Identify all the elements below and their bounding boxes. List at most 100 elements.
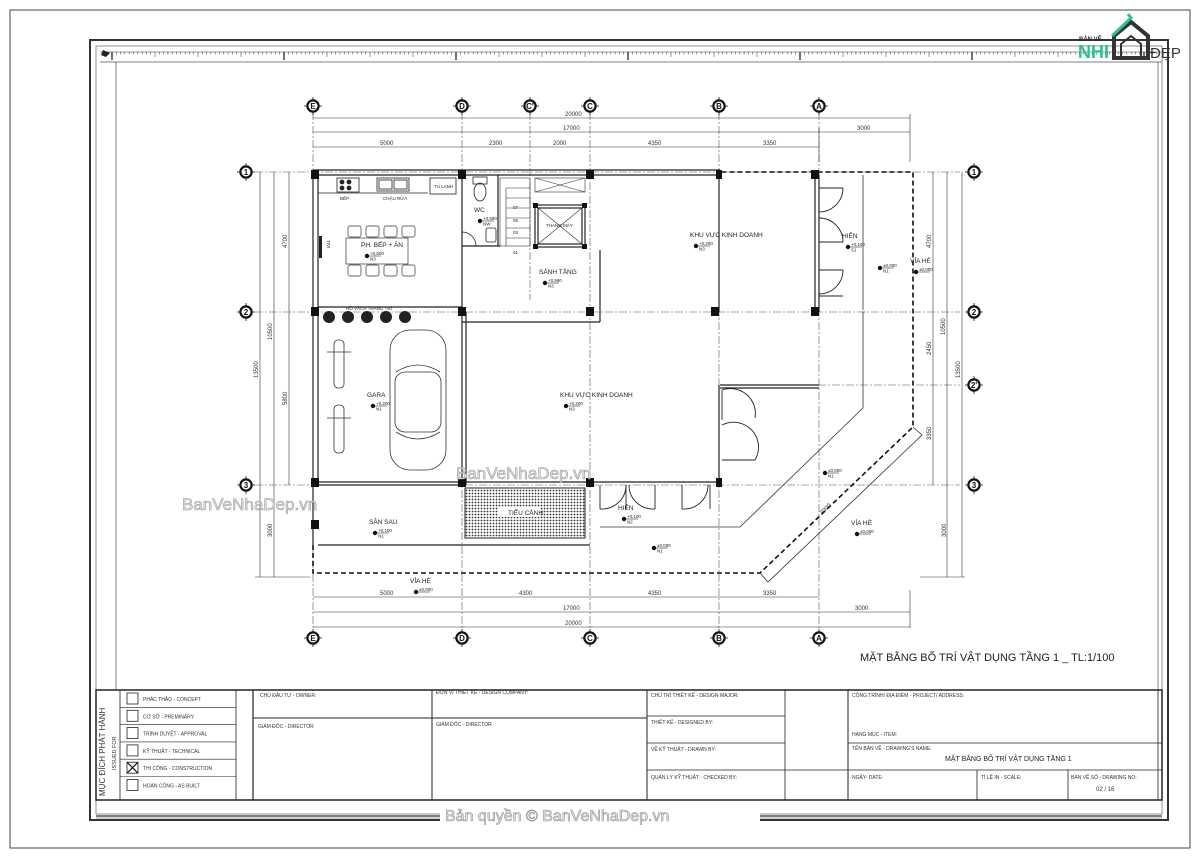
axis-top-5-label: A [816, 102, 822, 111]
axis-left-0: 1 [237, 163, 255, 181]
stair-step-03: 03 [513, 230, 519, 235]
room-floor-code: N1 [376, 407, 382, 412]
room-level: ±0,000 [419, 587, 433, 592]
dim-right-seg-0: 4700 [927, 234, 933, 248]
sheet-frame-inner [95, 45, 1163, 815]
label-fridge: TỦ LẠNH [434, 183, 453, 189]
room-floor-code: N3 [569, 407, 575, 412]
axis-right-1-label: 2 [972, 308, 977, 317]
axis-bottom-0: E [304, 629, 322, 647]
stove-icon [336, 177, 360, 193]
axis-right-0-label: 1 [972, 168, 977, 177]
svg-text:N1: N1 [657, 549, 663, 554]
room-label: VỈA HÈ±0,000 [851, 518, 874, 537]
stair-step-05: 05 [513, 218, 519, 223]
dimension-lines-top [313, 114, 911, 162]
checklist-item: THI CÔNG - CONSTRUCTION [126, 761, 213, 774]
doors-south [599, 484, 711, 510]
drawn-by-label: VẼ KỸ THUẬT - DRAWN BY: [651, 746, 716, 753]
drawing-name: MẶT BẰNG BỐ TRÍ VẬT DỤNG TẦNG 1 [945, 753, 1072, 763]
dim-bottom-seg-3: 3350 [763, 591, 777, 597]
sheet-frame-outer [89, 39, 1169, 821]
axis-top-2: C' [521, 97, 539, 115]
axis-markers-top: E D C' C B A [304, 97, 828, 115]
checklist-item: KỸ THUẬT - TECHNICAL [126, 744, 200, 757]
checkbox[interactable] [126, 779, 139, 791]
dim-top-seg-4: 3350 [763, 141, 777, 147]
checklist-label: TRÌNH DUYỆT - APPROVAL [143, 730, 207, 738]
dining-table [345, 225, 416, 277]
axis-bottom-3: C [581, 629, 599, 647]
axis-top-3: C [581, 97, 599, 115]
dim-top-seg-3: 4350 [648, 141, 662, 147]
axis-markers-left: 1 2 3 [237, 163, 255, 494]
dimension-lines-right [920, 172, 965, 578]
walls [312, 169, 820, 546]
room-level: +0,100 [627, 514, 641, 519]
dim-diagonal: 3000 [819, 502, 833, 516]
room-name: HIÊN [618, 503, 634, 512]
checklist-item: HOÀN CÔNG - AS BUILT [126, 779, 200, 791]
watermark-left: BanVeNhaDep.vn [182, 495, 317, 514]
room-name: SÂN SAU [369, 517, 398, 526]
label-planter: HỒ VÁCH TRANG TRÍ [346, 305, 393, 311]
logo-line3: ĐẸP [1150, 45, 1181, 62]
axis-top-0-label: E [310, 102, 316, 111]
axis-right-3: 3 [965, 476, 983, 494]
dim-right-seg-2: 3350 [927, 426, 933, 440]
room-floor-code: S1 [851, 248, 857, 253]
axis-bottom-5: A [810, 629, 828, 647]
checkbox[interactable] [126, 692, 139, 705]
grid-lines [255, 112, 960, 628]
axis-bottom-3-label: C [587, 634, 593, 643]
checkbox[interactable] [126, 709, 139, 722]
axis-bottom-5-label: A [816, 634, 822, 643]
checked-by-label: QUẢN LÝ KỸ THUẬT - CHECKED BY: [651, 774, 737, 781]
dim-bottom-seg-0: 5000 [380, 591, 394, 597]
axis-left-1-label: 2 [244, 308, 249, 317]
drawing-title: MẶT BẰNG BỐ TRÍ VẬT DỤNG TẦNG 1 _ TL:1/1… [860, 650, 1115, 664]
scale-label: TỈ LỆ IN - SCALE: [981, 773, 1022, 781]
doors-inner [721, 388, 759, 461]
decorative-plants [323, 311, 411, 323]
checkbox[interactable] [126, 744, 139, 757]
room-name: VỈA HÈ [851, 518, 873, 527]
drawing-no: 02 / 16 [1096, 787, 1115, 793]
watermark-center: BanVeNhaDep.vn [456, 464, 591, 483]
logo-line2: NHI [1078, 42, 1109, 62]
svg-text:N1: N1 [828, 474, 834, 479]
motorbike-icon [327, 339, 351, 454]
svg-text:±0,000: ±0,000 [828, 468, 842, 473]
room-level: +0,200 [699, 241, 713, 246]
svg-text:N1: N1 [883, 269, 889, 274]
checkbox[interactable] [126, 727, 139, 739]
house-icon [1112, 19, 1150, 60]
axis-top-3-label: C [587, 102, 593, 111]
date-label: NGÀY- DATE: [852, 774, 883, 781]
axis-left-3: 3 [237, 476, 255, 494]
company-director-label: GIÁM ĐỐC - DIRECTOR [436, 721, 492, 728]
room-floor-code: N1 [378, 534, 384, 539]
room-name: SẢNH TẦNG [539, 266, 577, 276]
axis-top-1-label: D [459, 102, 465, 111]
room-name: PH. BẾP + ĂN [361, 239, 403, 249]
dim-bottom-seg-1: 4300 [519, 591, 533, 597]
page-border [9, 9, 1191, 849]
room-level: +0,200 [376, 401, 390, 406]
diagonal-sidewalk [600, 311, 923, 583]
room-floor-code: N3 [699, 247, 705, 252]
room-name: GARA [367, 392, 386, 399]
dim-top-seg-1: 2300 [489, 141, 503, 147]
dim-bottom-overall: 20000 [565, 621, 582, 627]
copyright-bg [440, 803, 760, 825]
kitchen-counter [318, 177, 457, 195]
axis-bottom-1-label: D [459, 634, 465, 643]
axis-top-4-label: B [716, 102, 722, 111]
room-floor-code: N3 [370, 257, 376, 262]
